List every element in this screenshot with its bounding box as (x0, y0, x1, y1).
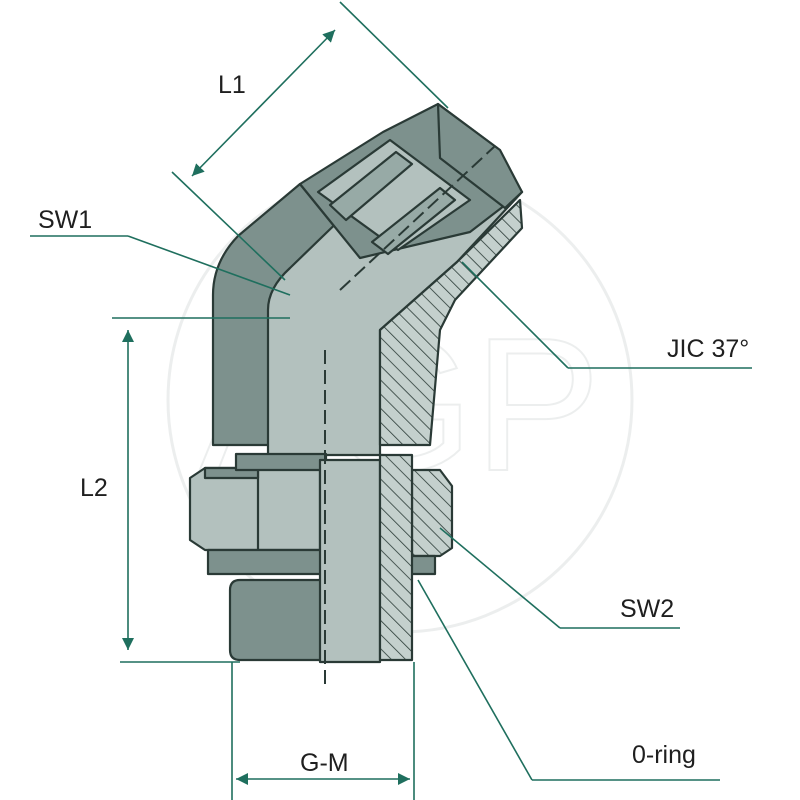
leader-sw2: SW2 (439, 527, 680, 629)
dimension-gm: G-M (231, 662, 415, 800)
leader-jic: JIC 37° (461, 261, 752, 369)
label-l2: L2 (80, 474, 108, 502)
label-l1: L1 (218, 71, 246, 99)
leader-oring: 0-ring (417, 579, 720, 781)
dimension-l1: L1 (171, 1, 449, 281)
label-sw2: SW2 (620, 595, 674, 623)
dimension-l2: L2 (80, 317, 290, 663)
label-jic: JIC 37° (667, 335, 749, 363)
leader-sw1: SW1 (30, 206, 291, 296)
label-gm: G-M (300, 749, 349, 777)
label-sw1: SW1 (38, 206, 92, 234)
label-oring: 0-ring (632, 741, 696, 769)
fitting-body (188, 102, 524, 690)
